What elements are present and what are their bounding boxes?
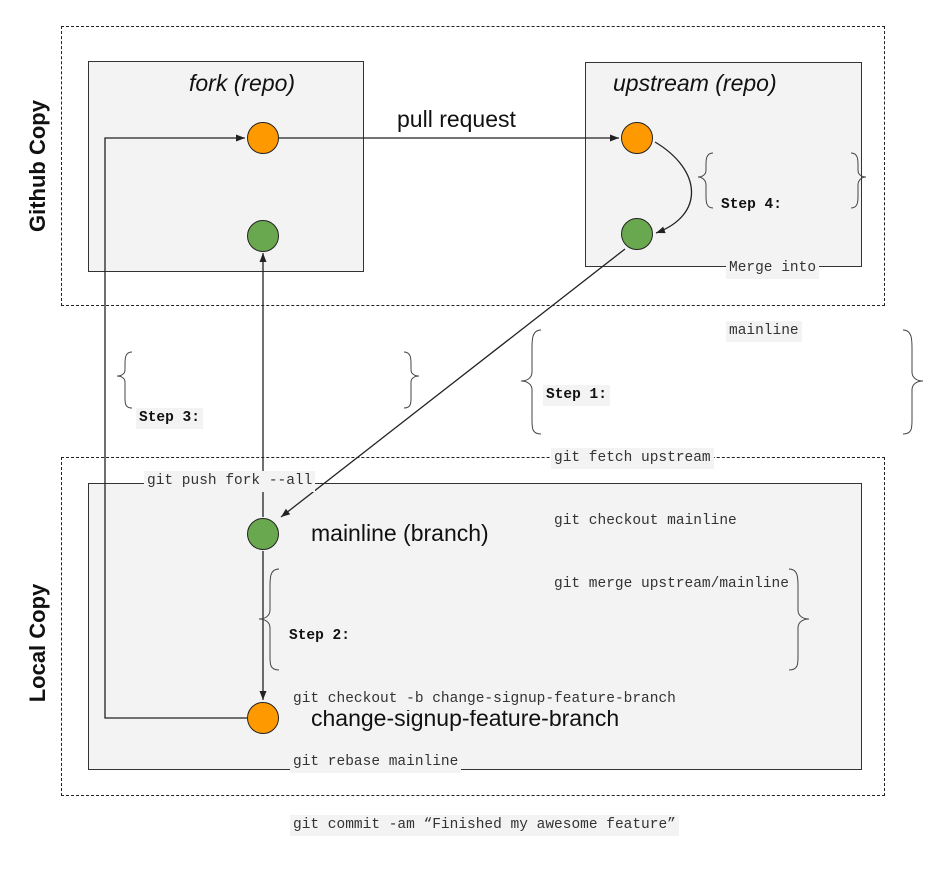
step3-note: Step 3: git push fork --all [136, 366, 316, 534]
fork-mainline-commit-node [247, 220, 279, 252]
local-copy-region [61, 457, 885, 796]
step2-line: git rebase mainline [290, 752, 462, 773]
mainline-branch-label: mainline (branch) [311, 520, 489, 546]
github-copy-region [61, 26, 885, 306]
fetch-upstream-arrow [280, 248, 626, 518]
fork-repo-title: fork (repo) [189, 70, 296, 96]
push-to-fork-line [104, 134, 247, 719]
step2-title: Step 2: [286, 626, 353, 647]
step4-line: Merge into [726, 258, 820, 279]
step1-right-brace [902, 329, 924, 435]
step3-line: git push fork --all [144, 471, 316, 492]
step1-line: git fetch upstream [551, 448, 714, 469]
upstream-feature-commit-node [621, 122, 653, 154]
step4-note: Step 4: Merge into mainline [718, 153, 820, 384]
fork-repo-box [88, 61, 364, 272]
step3-title: Step 3: [136, 408, 203, 429]
step4-left-brace [697, 152, 714, 209]
step2-left-brace [258, 568, 280, 671]
step2-line: git commit -am “Finished my awesome feat… [290, 815, 679, 836]
step3-left-brace [116, 351, 133, 409]
step2-right-brace [788, 568, 810, 671]
step1-line: git merge upstream/mainline [551, 574, 792, 595]
merge-curve-arrow [654, 141, 693, 234]
git-workflow-diagram: Github Copy Local Copy fork (repo) upstr… [25, 26, 924, 836]
pull-request-label: pull request [397, 106, 516, 132]
step1-note: Step 1: git fetch upstream git checkout … [543, 343, 792, 637]
local-mainline-commit-node [247, 518, 279, 550]
step1-line: git checkout mainline [551, 511, 740, 532]
step4-right-brace [850, 152, 867, 209]
step3-right-brace [403, 351, 420, 409]
step2-line: git checkout -b change-signup-feature-br… [290, 689, 679, 710]
fork-feature-commit-node [247, 122, 279, 154]
step1-title: Step 1: [543, 385, 610, 406]
step1-left-brace [520, 329, 542, 435]
upstream-mainline-commit-node [621, 218, 653, 250]
upstream-repo-title: upstream (repo) [613, 70, 777, 96]
step2-note: Step 2: git checkout -b change-signup-fe… [286, 584, 679, 878]
local-feature-commit-node [247, 702, 279, 734]
step4-title: Step 4: [718, 195, 785, 216]
step4-line: mainline [726, 321, 802, 342]
connectors [104, 134, 924, 719]
